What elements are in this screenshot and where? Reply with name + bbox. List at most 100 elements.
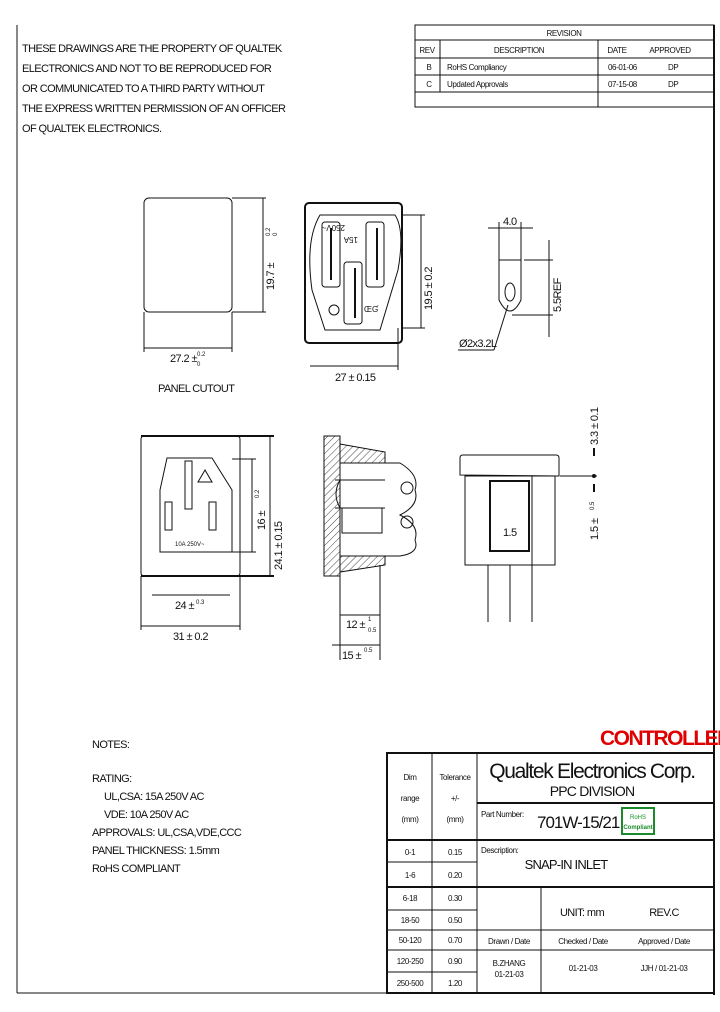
svg-text:0.5: 0.5 xyxy=(364,648,373,654)
dim-label: 27 ± 0.15 xyxy=(335,372,376,384)
dim-label: 1.5 ± xyxy=(589,518,601,540)
svg-text:0.3: 0.3 xyxy=(196,600,205,606)
notice-line: OR COMMUNICATED TO A THIRD PARTY WITHOUT xyxy=(22,83,265,95)
rear-view: 10A 250V~ 16 ± 0.2 24.1 ± 0.15 24 ± 0.3 … xyxy=(140,435,285,643)
approved-by: JJH / 01-21-03 xyxy=(641,964,689,973)
dim-label: 19.7 ± xyxy=(265,263,277,290)
svg-text:250V~: 250V~ xyxy=(321,223,345,232)
tolerance-rows: 0-1 0.15 1-6 0.20 6-18 0.30 18-50 0.50 5… xyxy=(397,848,464,988)
panel-cutout-label: PANEL CUTOUT xyxy=(158,383,235,395)
note-line: PANEL THICKNESS: 1.5mm xyxy=(92,845,220,857)
svg-text:0.2: 0.2 xyxy=(197,352,206,358)
svg-text:1: 1 xyxy=(368,617,372,623)
controlled-stamp: CONTROLLED xyxy=(600,727,720,750)
drawn-by: B.ZHANG xyxy=(493,959,526,968)
checked-date: 01-21-03 xyxy=(569,964,599,973)
note-line: UL,CSA: 15A 250V AC xyxy=(104,791,205,803)
dim-label: 24 ± xyxy=(175,600,194,612)
svg-text:B: B xyxy=(427,63,432,72)
front-view: 250V~ 15A ŒƓ 19.5 ± 0.2 27 ± 0.15 xyxy=(304,202,435,384)
svg-text:0.50: 0.50 xyxy=(448,916,463,925)
revision-table: REVISION REV DESCRIPTION DATE APPROVED B… xyxy=(414,24,715,108)
col-header: DESCRIPTION xyxy=(494,46,545,55)
revision-row: B RoHS Compliancy 06-01-06 DP xyxy=(427,63,679,72)
dim-label: 24.1 ± 0.15 xyxy=(273,521,285,570)
svg-text:(mm): (mm) xyxy=(401,815,419,824)
dim-label: 19.5 ± 0.2 xyxy=(423,267,435,310)
side-section-view: 12 ± 1 0.5 15 ± 0.5 xyxy=(323,435,417,662)
notice-line: OF QUALTEK ELECTRONICS. xyxy=(22,123,162,135)
svg-text:ŒƓ: ŒƓ xyxy=(364,305,379,314)
svg-text:DP: DP xyxy=(668,80,678,89)
svg-text:6-18: 6-18 xyxy=(403,894,418,903)
svg-text:0.5: 0.5 xyxy=(590,501,596,510)
svg-text:0: 0 xyxy=(197,362,201,368)
svg-text:C: C xyxy=(426,80,432,89)
svg-text:Tolerance: Tolerance xyxy=(439,773,471,782)
svg-text:0.2: 0.2 xyxy=(255,489,261,498)
notice-line: THE EXPRESS WRITTEN PERMISSION OF AN OFF… xyxy=(22,103,286,115)
part-number: 701W-15/21 xyxy=(537,813,620,832)
panel-cutout-view: 19.7 ± 0.2 0 27.2 ± 0.2 0 PANEL CUTOUT xyxy=(143,197,279,395)
description: SNAP-IN INLET xyxy=(525,857,609,872)
svg-text:0.30: 0.30 xyxy=(448,894,463,903)
svg-text:10A 250V~: 10A 250V~ xyxy=(175,542,205,548)
title-block: Dim range (mm) Tolerance +/- (mm) 0-1 0.… xyxy=(386,752,715,994)
svg-text:0: 0 xyxy=(273,232,279,236)
svg-text:range: range xyxy=(401,794,420,803)
company-name: Qualtek Electronics Corp. xyxy=(489,760,695,783)
svg-text:0.15: 0.15 xyxy=(448,848,463,857)
ownership-notice: THESE DRAWINGS ARE THE PROPERTY OF QUALT… xyxy=(22,43,287,135)
svg-text:(mm): (mm) xyxy=(446,815,464,824)
dim-label: 31 ± 0.2 xyxy=(173,631,208,643)
note-line: APPROVALS: UL,CSA,VDE,CCC xyxy=(92,827,242,839)
dim-label: 1.5 xyxy=(503,527,517,539)
tolerance-header: Dim range (mm) Tolerance +/- (mm) xyxy=(401,773,472,824)
col-header: APPROVED xyxy=(649,46,691,55)
dim-label: 15 ± xyxy=(342,650,361,662)
revision-row: C Updated Approvals 07-15-08 DP xyxy=(426,80,678,89)
part-number-label: Part Number: xyxy=(481,810,524,819)
svg-text:120-250: 120-250 xyxy=(397,957,425,966)
panel-mount-view: 1.5 3.3 ± 0.1 1.5 ± 0.5 xyxy=(459,407,601,622)
notes-title: NOTES: xyxy=(92,739,130,751)
dim-label: Ø2x3.2L xyxy=(459,338,497,350)
svg-text:Updated Approvals: Updated Approvals xyxy=(447,80,508,89)
svg-text:1-6: 1-6 xyxy=(405,871,416,880)
notes: NOTES: RATING: UL,CSA: 15A 250V AC VDE: … xyxy=(92,739,242,875)
svg-text:15A: 15A xyxy=(343,235,358,244)
division-name: PPC DIVISION xyxy=(550,783,635,799)
drawn-date: 01-21-03 xyxy=(495,970,525,979)
svg-text:Compliant: Compliant xyxy=(623,825,652,831)
dim-label: 4.0 xyxy=(503,216,517,228)
dim-label: 16 ± xyxy=(256,511,268,530)
svg-text:0.5: 0.5 xyxy=(368,628,377,634)
svg-text:18-50: 18-50 xyxy=(401,916,420,925)
note-line: RoHS COMPLIANT xyxy=(92,863,181,875)
svg-text:Dim: Dim xyxy=(403,773,417,782)
svg-text:0.2: 0.2 xyxy=(266,227,272,236)
dim-label: 3.3 ± 0.1 xyxy=(589,407,601,445)
description-label: Description: xyxy=(481,846,519,855)
notice-line: ELECTRONICS AND NOT TO BE REPRODUCED FOR xyxy=(22,63,272,75)
svg-text:06-01-06: 06-01-06 xyxy=(608,63,638,72)
col-header: REV xyxy=(419,46,435,55)
revision-title: REVISION xyxy=(546,29,582,38)
svg-text:0.90: 0.90 xyxy=(448,957,463,966)
svg-text:250-500: 250-500 xyxy=(397,979,425,988)
terminal-detail: 4.0 5.5REF Ø2x3.2L xyxy=(458,216,564,351)
svg-text:1.20: 1.20 xyxy=(448,979,463,988)
dim-label: 12 ± xyxy=(346,619,365,631)
svg-text:50-120: 50-120 xyxy=(399,936,422,945)
svg-text:0.20: 0.20 xyxy=(448,871,463,880)
svg-text:Checked / Date: Checked / Date xyxy=(558,937,608,946)
svg-text:RoHS: RoHS xyxy=(630,815,646,821)
svg-text:DP: DP xyxy=(668,63,678,72)
svg-text:+/-: +/- xyxy=(451,794,460,803)
svg-text:RoHS Compliancy: RoHS Compliancy xyxy=(447,63,507,72)
unit: UNIT: mm xyxy=(560,907,605,919)
svg-text:0.70: 0.70 xyxy=(448,936,463,945)
svg-text:Drawn / Date: Drawn / Date xyxy=(488,937,531,946)
svg-text:Approved / Date: Approved / Date xyxy=(638,937,691,946)
